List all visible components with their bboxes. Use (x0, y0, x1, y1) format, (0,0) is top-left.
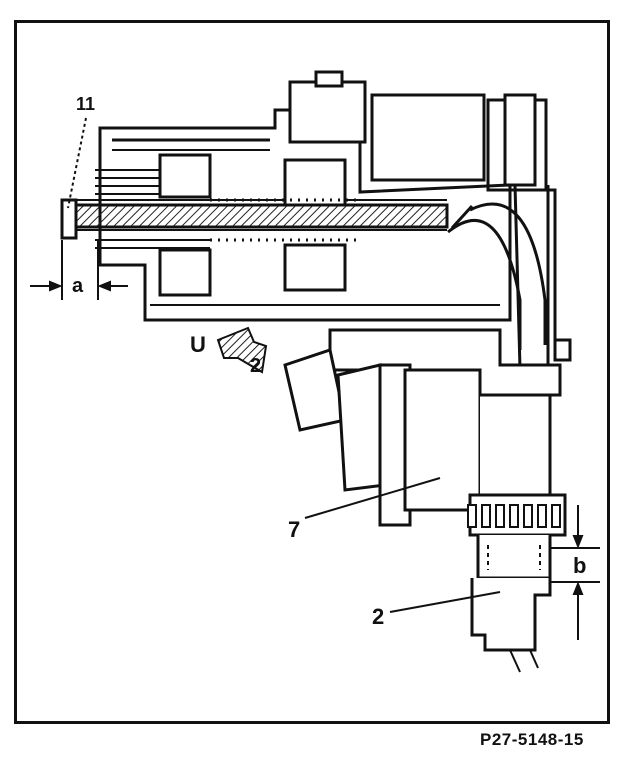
callout-arrow-2: 2 (250, 355, 261, 377)
diagram-frame (14, 20, 610, 724)
curved-hose (447, 202, 547, 350)
lower-bracket (283, 328, 562, 527)
view-arrow-u (216, 326, 268, 374)
central-shaft (60, 198, 449, 240)
callout-part-11: 11 (76, 94, 95, 114)
figure-id: P27-5148-15 (480, 730, 584, 749)
dimension-b (550, 505, 600, 640)
spring-lower (95, 239, 347, 297)
dotted-guide (210, 198, 360, 242)
top-connector (288, 70, 486, 182)
actuator-housing (98, 108, 512, 322)
connector-teeth (467, 504, 561, 528)
leader-lines (67, 117, 501, 613)
plug-housing (470, 535, 552, 673)
callout-dimension-b: b (573, 553, 586, 578)
callout-view-u: U (190, 332, 206, 357)
dimension-a (30, 240, 128, 300)
spring-upper (95, 153, 347, 207)
callout-part-7: 7 (288, 517, 300, 542)
callout-part-2: 2 (372, 604, 384, 629)
callout-dimension-a: a (72, 275, 84, 297)
